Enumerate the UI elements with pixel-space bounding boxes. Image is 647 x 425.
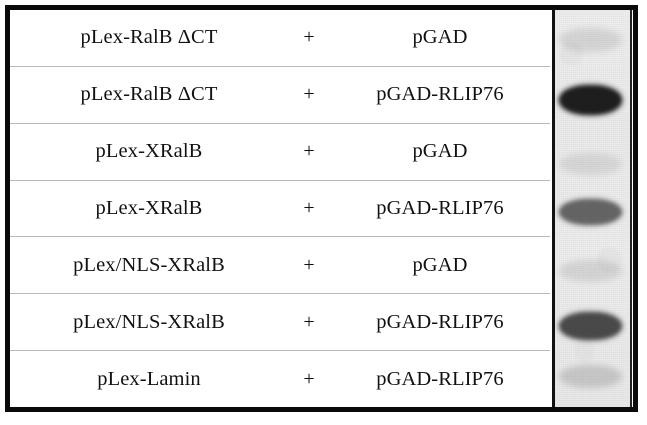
table-row: pLex-RalB ΔCT + pGAD [10,10,550,67]
blot-spot-row-5 [559,260,622,283]
blot-panel [550,10,633,407]
bait-label: pLex-RalB ΔCT [80,26,218,49]
bait-label: pLex-RalB ΔCT [80,83,218,106]
prey-label: pGAD-RLIP76 [376,83,504,106]
plus-symbol: + [303,253,315,276]
blot-spot-row-2 [559,85,622,115]
blot-spot-row-4 [559,198,622,225]
plus-symbol: + [303,310,315,333]
prey-label: pGAD-RLIP76 [376,367,504,390]
prey-label: pGAD [412,253,468,276]
prey-label: pGAD [412,140,468,163]
bait-label: pLex/NLS-XRalB [73,310,225,333]
prey-label: pGAD-RLIP76 [376,197,504,219]
blot-spot-row-7 [559,365,622,389]
blot-spot-row-3 [559,152,622,176]
blot-spot-row-1 [559,27,622,52]
prey-label: pGAD [412,26,468,49]
table-row: pLex-RalB ΔCT + pGAD-RLIP76 [10,66,550,124]
plus-symbol: + [303,197,315,219]
table-row: pLex-XRalB + pGAD-RLIP76 [10,180,550,238]
table-row: pLex/NLS-XRalB + pGAD [10,237,550,295]
plus-symbol: + [303,140,315,163]
bait-label: pLex-XRalB [95,197,203,219]
blot-spot-row-6 [559,311,622,341]
bait-label: pLex-XRalB [95,140,203,163]
bait-label: pLex/NLS-XRalB [73,253,225,276]
figure-frame: pLex-RalB ΔCT + pGAD pLex-RalB ΔCT + pGA… [5,5,638,412]
table-row: pLex-Lamin + pGAD-RLIP76 [10,351,550,408]
table-row: pLex/NLS-XRalB + pGAD-RLIP76 [10,294,550,352]
plus-symbol: + [303,83,315,106]
bait-label: pLex-Lamin [97,367,201,390]
table-row: pLex-XRalB + pGAD [10,123,550,181]
interaction-table: pLex-RalB ΔCT + pGAD pLex-RalB ΔCT + pGA… [10,10,550,408]
plus-symbol: + [303,367,315,390]
autoradiograph-strip [551,10,632,407]
plus-symbol: + [303,26,315,49]
prey-label: pGAD-RLIP76 [376,310,504,333]
